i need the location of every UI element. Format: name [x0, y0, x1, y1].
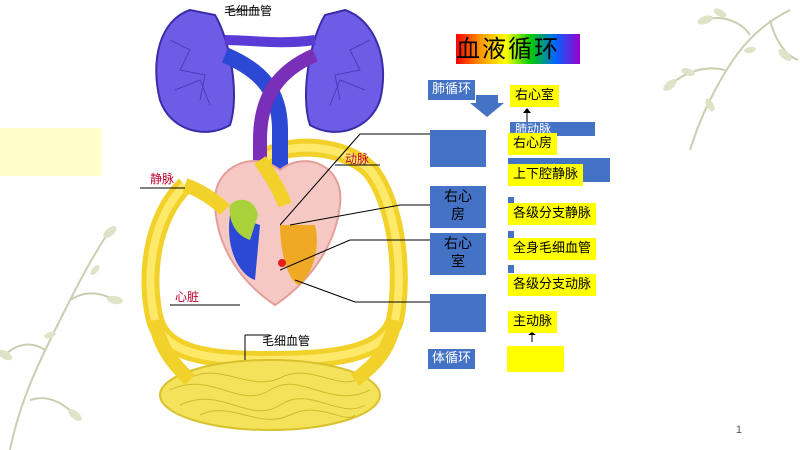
right-lung	[304, 8, 385, 133]
flow-connector-bar	[508, 197, 514, 205]
flow-branch-veins: 各级分支静脉	[508, 203, 597, 225]
right-ventricle-box: 右心 室	[430, 233, 486, 275]
capillary-bottom-label: 毛细血管	[262, 334, 311, 348]
small-up-arrow-icon	[528, 332, 536, 342]
title-rainbow-bg	[456, 34, 580, 64]
flow-vena-cava: 上下腔静脉	[508, 164, 584, 186]
flow-right-ventricle: 右心室	[510, 85, 560, 107]
left-lung	[155, 8, 236, 133]
decorative-vine-top-right	[663, 8, 799, 150]
flow-branch-arteries: 各级分支动脉	[508, 274, 597, 296]
flow-connector-bar-3	[508, 265, 514, 273]
vein-label: 静脉	[150, 172, 175, 186]
flow-empty-box	[507, 346, 564, 372]
heart-label: 心脏	[175, 290, 200, 304]
blank-blue-box-top	[430, 130, 486, 167]
down-arrow-icon	[470, 95, 504, 117]
flow-right-atrium: 右心房	[508, 133, 558, 155]
heart-marker-dot	[278, 259, 286, 267]
flow-hidden-behind: 肺动脉	[510, 122, 595, 136]
capillary-top-label: 毛细血管	[224, 4, 273, 18]
slide-title-text: 血液循环	[456, 35, 560, 63]
systemic-circulation-label: 体循环	[428, 349, 476, 369]
right-atrium-box: 右心 房	[430, 186, 486, 228]
slide-title: 血液循环	[456, 32, 580, 66]
blank-blue-box-bottom	[430, 294, 486, 332]
callout-lines	[280, 133, 430, 303]
decorative-vine-bottom-left	[0, 226, 123, 450]
flow-aorta: 主动脉	[508, 311, 558, 333]
artery-label: 动脉	[345, 152, 370, 166]
flow-connector-bar-2	[508, 231, 514, 239]
flow-body-capillaries: 全身毛细血管	[508, 238, 597, 260]
left-highlight-box	[0, 128, 102, 176]
circulation-diagram	[140, 8, 408, 431]
pulmonary-circulation-label: 肺循环	[428, 80, 476, 100]
slide-page-number: 1	[735, 424, 742, 436]
